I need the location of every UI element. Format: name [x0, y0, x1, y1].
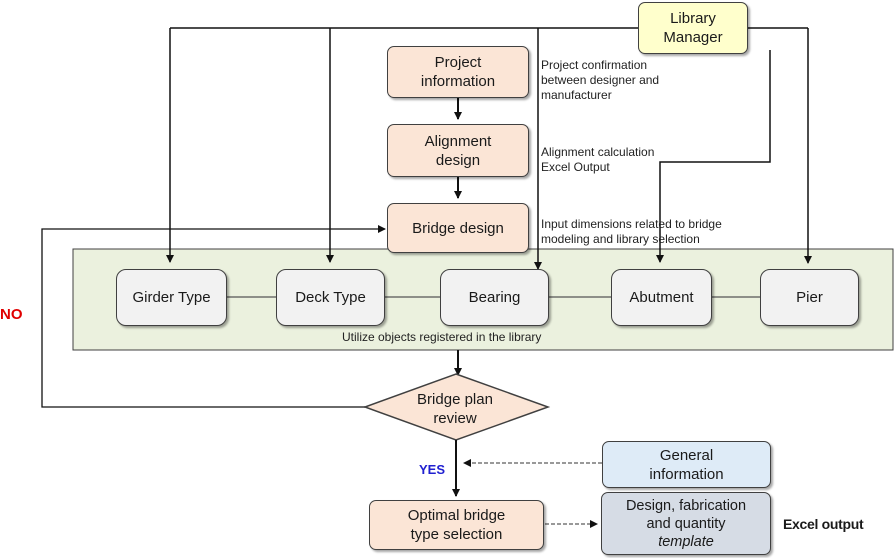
deck-type-label: Deck Type [295, 289, 366, 306]
alignment-note-line: Alignment calculation [541, 145, 655, 159]
bearing-box: Bearing [440, 269, 549, 326]
bridge-plan-review-text: Bridge plan review [417, 391, 493, 427]
excel-output-label: Excel output [783, 516, 864, 532]
library-manager-label: Library Manager [663, 10, 723, 46]
alignment-design-box: Alignment design [387, 124, 529, 177]
deck-type-box: Deck Type [276, 269, 385, 326]
bridge-plan-review-label: Bridge plan review [380, 390, 530, 428]
library-caption: Utilize objects registered in the librar… [342, 330, 542, 344]
project-note: Project confirmation between designer an… [541, 58, 659, 103]
bearing-label: Bearing [468, 289, 521, 306]
bridge-design-label: Bridge design [412, 219, 504, 237]
no-label: NO [0, 306, 23, 323]
pier-label: Pier [796, 289, 823, 306]
project-information-label: Project information [420, 54, 496, 90]
optimal-bridge-type-selection-label: Optimal bridge type selection [407, 507, 506, 543]
alignment-note: Alignment calculation Excel Output [541, 145, 654, 175]
library-manager-box: Library Manager [638, 2, 748, 54]
bridge-note-line: modeling and library selection [541, 232, 700, 246]
project-information-box: Project information [387, 46, 529, 98]
general-information-label: General information [649, 446, 724, 483]
bridge-note: Input dimensions related to bridge model… [541, 217, 722, 247]
girder-type-box: Girder Type [116, 269, 227, 326]
abutment-label: Abutment [629, 289, 694, 306]
template-box: Design, fabrication and quantity templat… [601, 492, 771, 555]
alignment-note-line: Excel Output [541, 160, 610, 174]
project-note-line: manufacturer [541, 88, 612, 102]
alignment-design-label: Alignment design [424, 132, 492, 169]
pier-box: Pier [760, 269, 859, 326]
abutment-box: Abutment [611, 269, 712, 326]
template-line: Design, fabrication [625, 497, 747, 514]
template-line: and quantity [646, 515, 726, 532]
project-note-line: between designer and [541, 73, 660, 87]
bridge-note-line: Input dimensions related to bridge [541, 217, 722, 231]
general-information-box: General information [602, 441, 771, 488]
bridge-design-box: Bridge design [387, 203, 529, 253]
girder-type-label: Girder Type [132, 289, 211, 306]
project-note-line: Project confirmation [541, 58, 648, 72]
yes-label: YES [419, 462, 446, 477]
template-line: template [658, 533, 714, 550]
optimal-bridge-type-selection-box: Optimal bridge type selection [369, 500, 544, 550]
